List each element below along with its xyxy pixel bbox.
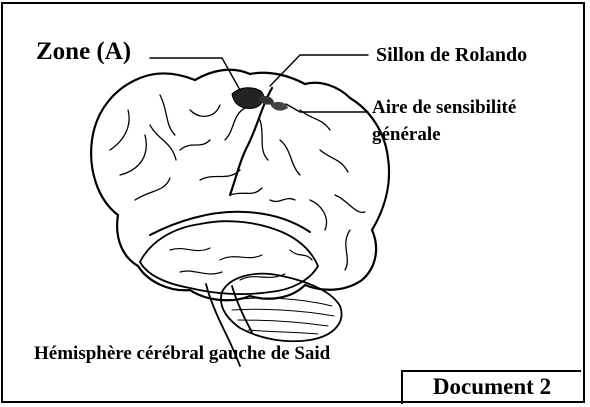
aire-sensibilite-label: Aire de sensibilité — [372, 97, 516, 119]
aire-sensibilite-label-line2: générale — [372, 124, 441, 146]
sillon-leader — [270, 55, 368, 86]
document-label-box: Document 2 — [401, 370, 581, 404]
sillon-rolando-label: Sillon de Rolando — [376, 44, 527, 67]
aire-leader — [286, 104, 368, 112]
zone-a-label: Zone (A) — [36, 38, 131, 66]
figure-caption: Hémisphère cérébral gauche de Said — [34, 343, 330, 365]
document-label: Document 2 — [403, 374, 581, 400]
